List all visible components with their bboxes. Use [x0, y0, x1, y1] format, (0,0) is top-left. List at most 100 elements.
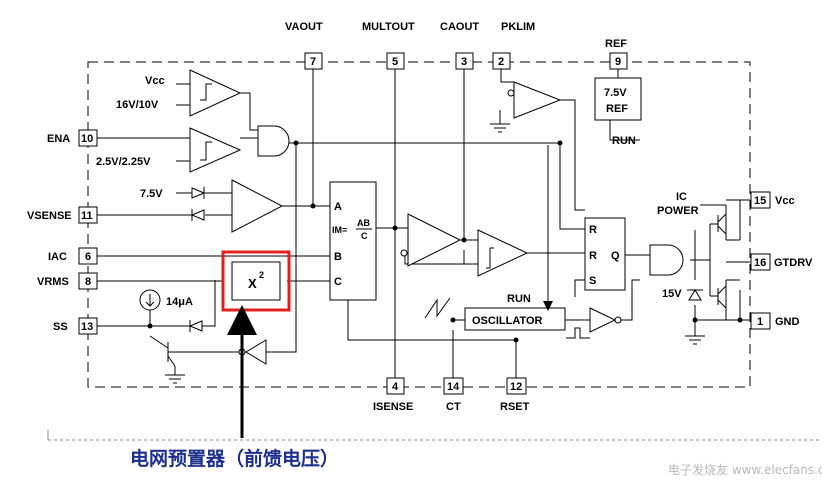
pin-5: 5: [386, 52, 405, 70]
and-gate-output: [649, 244, 684, 276]
diode-7.5v: [191, 187, 206, 199]
comparator-vcc: [189, 69, 242, 117]
svg-text:R: R: [589, 250, 597, 262]
svg-text:IM=: IM=: [332, 225, 347, 235]
junction-dots: [147, 140, 743, 343]
svg-text:15: 15: [754, 195, 766, 207]
label-gnd: GND: [775, 316, 800, 328]
label-vcc-right: Vcc: [775, 195, 795, 207]
svg-text:A: A: [334, 201, 342, 213]
label-vcc-left: Vcc: [145, 75, 165, 87]
svg-text:14: 14: [447, 381, 460, 393]
caption-text: 电网预置器（前馈电压）: [130, 447, 339, 470]
label-7.5v: 7.5V: [140, 188, 163, 200]
svg-text:12: 12: [510, 381, 522, 393]
current-amp: [400, 213, 462, 267]
label-2.5v-2.25v: 2.5V/2.25V: [96, 156, 151, 168]
label-ct: CT: [446, 401, 461, 413]
multiplier-block: A B C IM= AB C: [329, 181, 377, 301]
pin-4: 4: [386, 377, 405, 395]
zener-15v: [687, 289, 703, 301]
osc-inverter: [589, 307, 622, 333]
svg-text:C: C: [361, 231, 368, 241]
pin-10: 10: [78, 129, 98, 147]
svg-text:C: C: [334, 276, 342, 288]
svg-text:REF: REF: [606, 103, 628, 115]
current-source-14ua: [139, 289, 161, 311]
label-run-top: RUN: [612, 135, 636, 147]
pin-11: 11: [78, 206, 98, 224]
svg-text:B: B: [334, 251, 342, 263]
ref-block: 7.5V REF: [594, 77, 642, 121]
label-pklim: PKLIM: [501, 21, 535, 33]
oscillator-block: OSCILLATOR: [464, 307, 566, 331]
watermark: 电子发烧友 www.elecfans.com: [668, 462, 822, 477]
pin-3: 3: [455, 52, 474, 70]
svg-text:3: 3: [461, 56, 467, 68]
svg-text:16: 16: [754, 257, 766, 269]
svg-text:10: 10: [81, 133, 93, 145]
label-multout: MULTOUT: [362, 21, 415, 33]
pin-15: 15: [750, 191, 771, 209]
svg-text:13: 13: [81, 321, 93, 333]
wires: [97, 69, 750, 378]
label-power: POWER: [657, 205, 699, 217]
pin-14: 14: [443, 377, 464, 395]
label-isense: ISENSE: [373, 401, 413, 413]
pin-13: 13: [78, 317, 98, 335]
label-14ua: 14μA: [166, 296, 193, 308]
svg-text:6: 6: [85, 251, 91, 263]
voltage-error-amp: [231, 179, 284, 233]
label-ref: REF: [605, 38, 627, 50]
pin-7: 7: [304, 52, 323, 70]
label-ic: IC: [676, 191, 687, 203]
label-caout: CAOUT: [440, 21, 479, 33]
pklim-comparator: [507, 81, 562, 119]
svg-text:2: 2: [259, 270, 264, 280]
label-15v: 15V: [662, 288, 682, 300]
pulse-waveform: [566, 327, 590, 339]
pin-2: 2: [492, 52, 511, 70]
diode-vsense: [190, 209, 205, 221]
svg-text:9: 9: [615, 56, 621, 68]
svg-text:5: 5: [392, 56, 398, 68]
label-gtdrv: GTDRV: [774, 257, 813, 269]
pin-9: 9: [609, 52, 628, 70]
flip-flop-block: R R S Q: [584, 217, 626, 291]
x-squared-block: X 2: [231, 261, 281, 301]
output-driver: [709, 205, 740, 320]
svg-text:8: 8: [85, 276, 91, 288]
svg-text:7.5V: 7.5V: [604, 87, 627, 99]
svg-text:X: X: [248, 276, 257, 291]
pwm-comparator: [477, 229, 529, 277]
label-vrms: VRMS: [37, 276, 69, 288]
pin-6: 6: [78, 247, 98, 265]
svg-text:2: 2: [498, 56, 504, 68]
svg-text:7: 7: [310, 56, 316, 68]
sawtooth-waveform: [424, 297, 451, 319]
label-ss: SS: [53, 321, 68, 333]
svg-text:1: 1: [757, 316, 763, 328]
svg-text:OSCILLATOR: OSCILLATOR: [472, 315, 543, 327]
pin-16: 16: [750, 253, 771, 271]
label-vsense: VSENSE: [27, 210, 72, 222]
label-rset: RSET: [500, 401, 530, 413]
label-iac: IAC: [48, 251, 67, 263]
svg-text:11: 11: [81, 210, 93, 222]
label-run-osc: RUN: [507, 293, 531, 305]
label-vaout: VAOUT: [285, 21, 323, 33]
ground-symbols: [165, 123, 705, 384]
and-gate-ena: [257, 125, 290, 157]
svg-text:4: 4: [392, 381, 399, 393]
ss-transistor: [149, 335, 190, 367]
ic-boundary: [87, 61, 751, 388]
svg-text:AB: AB: [357, 218, 370, 228]
svg-text:Q: Q: [611, 250, 620, 262]
label-ena: ENA: [47, 133, 70, 145]
label-16v-10v: 16V/10V: [116, 99, 159, 111]
diode-ss: [188, 320, 203, 332]
pin-8: 8: [78, 272, 98, 290]
comparator-ena: [189, 127, 242, 173]
